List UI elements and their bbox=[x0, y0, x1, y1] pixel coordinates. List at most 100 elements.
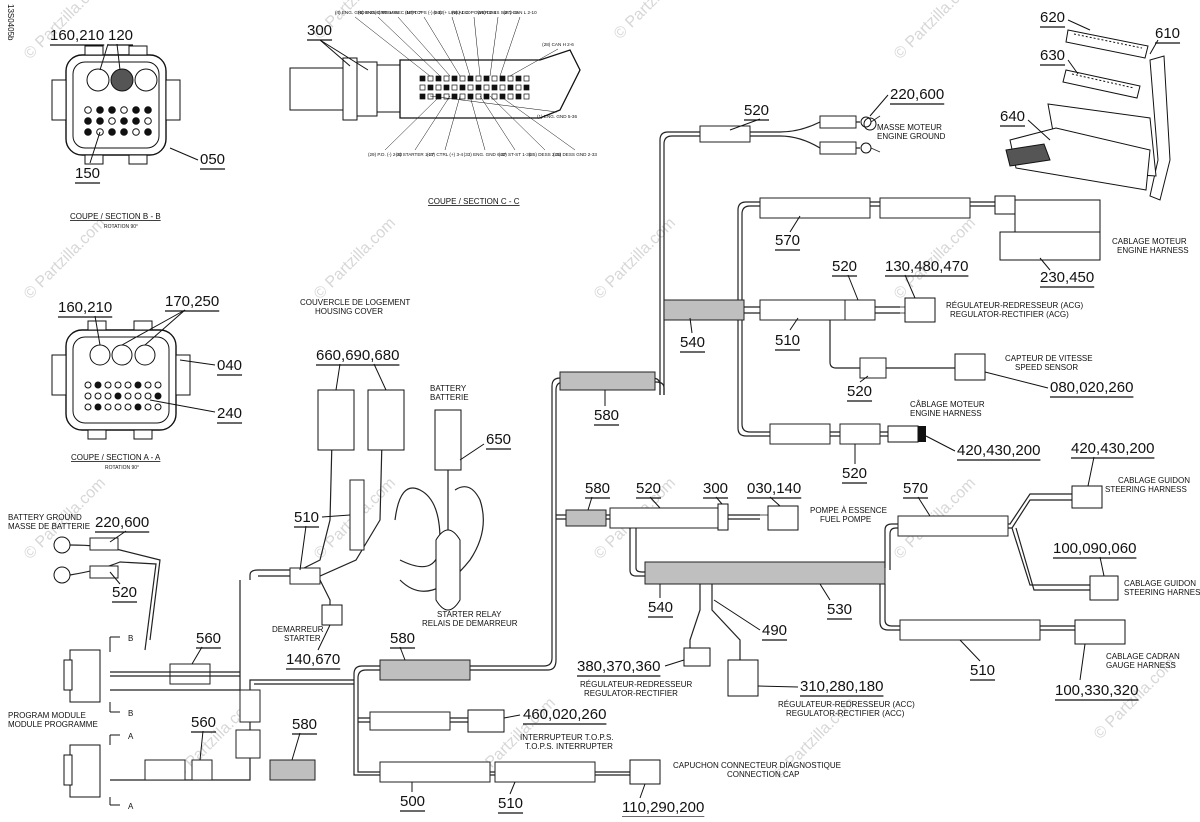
connector-pin bbox=[144, 403, 152, 411]
connector-pin bbox=[419, 84, 426, 91]
connector-pin bbox=[435, 84, 442, 91]
connector-pin bbox=[435, 93, 442, 100]
label-cablage-guidon-2b: STEERING HARNESS bbox=[1124, 588, 1200, 597]
callout-240: 240 bbox=[217, 405, 242, 422]
connector-pin bbox=[154, 403, 162, 411]
connector-pin bbox=[84, 117, 92, 125]
svg-text:(4) ENG. GND 6-35: (4) ENG. GND 6-35 bbox=[335, 10, 376, 15]
callout-580-low2: 580 bbox=[292, 716, 317, 733]
connector-pin bbox=[144, 106, 152, 114]
svg-text:(29) P.D. (-) 2-33: (29) P.D. (-) 2-33 bbox=[368, 152, 403, 157]
connector-pin bbox=[96, 117, 104, 125]
connector-pin bbox=[132, 128, 140, 136]
connector-pin bbox=[104, 381, 112, 389]
label-pompe-1: POMPE À ESSENCE bbox=[810, 506, 887, 515]
connector-pin bbox=[507, 93, 514, 100]
section-marker-b-bot: B bbox=[128, 709, 133, 718]
connector-pin bbox=[443, 84, 450, 91]
connector-pin bbox=[483, 84, 490, 91]
callout-040: 040 bbox=[217, 357, 242, 374]
connector-pin bbox=[120, 128, 128, 136]
callout-420-430-200-b: 420,430,200 bbox=[1071, 440, 1154, 457]
connector-pin bbox=[120, 117, 128, 125]
callout-570-r: 570 bbox=[903, 480, 928, 497]
label-cablage-moteur-1a: CABLAGE MOTEUR bbox=[1112, 237, 1187, 246]
label-demarreur-1: DEMARREUR bbox=[272, 625, 324, 634]
callout-560-top: 560 bbox=[196, 630, 221, 647]
callout-580-low1: 580 bbox=[390, 630, 415, 647]
callout-230-450: 230,450 bbox=[1040, 269, 1094, 286]
pin-label: (4) ENG. GND 6-35 bbox=[335, 10, 431, 77]
connector-pin bbox=[120, 106, 128, 114]
section-marker-a-top: A bbox=[128, 732, 134, 741]
label-cablage-moteur-1b: ENGINE HARNESS bbox=[1117, 246, 1189, 255]
label-couvercle-1: COUVERCLE DE LOGEMENT bbox=[300, 298, 410, 307]
connector-pin bbox=[84, 392, 92, 400]
connector-pin bbox=[104, 403, 112, 411]
connector-pin bbox=[94, 392, 102, 400]
connector-pin bbox=[523, 84, 530, 91]
svg-text:(18) TOPS (-) 6-32: (18) TOPS (-) 6-32 bbox=[405, 10, 444, 15]
pin-label: (32) ST-ST 1-36 bbox=[479, 95, 532, 157]
connector-pin bbox=[144, 392, 152, 400]
connector-pin bbox=[108, 128, 116, 136]
callout-540-low: 540 bbox=[648, 599, 673, 616]
label-interrupteur-2: T.O.P.S. INTERRUPTER bbox=[525, 742, 613, 751]
section-marker-b-top: B bbox=[128, 634, 133, 643]
label-cablage-guidon-1b: STEERING HARNESS bbox=[1105, 485, 1187, 494]
section-marker-a-bot: A bbox=[128, 802, 134, 811]
connector-pin bbox=[459, 93, 466, 100]
connector-pin bbox=[499, 84, 506, 91]
label-regulateur-acc-2: REGULATOR-RECTIFIER (ACC) bbox=[786, 709, 905, 718]
connector-pin bbox=[84, 403, 92, 411]
svg-text:(6) PRIM-SEC INTR. 7: (6) PRIM-SEC INTR. 7 bbox=[375, 10, 422, 15]
callout-570-top: 570 bbox=[775, 232, 800, 249]
drawing-id: 13S0405b bbox=[6, 4, 15, 41]
connector-pin bbox=[443, 75, 450, 82]
label-battery-ground-1: BATTERY GROUND bbox=[8, 513, 82, 522]
connector-pin bbox=[124, 381, 132, 389]
label-regulateur-acg-2: REGULATOR-RECTIFIER (ACG) bbox=[950, 310, 1069, 319]
callout-160-210-b: 160,210 bbox=[50, 27, 104, 44]
connector-pin bbox=[467, 84, 474, 91]
connector-pin bbox=[467, 75, 474, 82]
svg-text:(33) ENG. GND 6-37: (33) ENG. GND 6-37 bbox=[464, 152, 507, 157]
main-harness-wires bbox=[53, 115, 1126, 798]
callout-520-d: 520 bbox=[842, 465, 867, 482]
svg-text:(5) ENG. GND 1-35: (5) ENG. GND 1-35 bbox=[358, 10, 399, 15]
callout-580-fp: 580 bbox=[585, 480, 610, 497]
callout-520-bat: 520 bbox=[112, 584, 137, 601]
connector-pin bbox=[114, 403, 122, 411]
pin-label: (5) ENG. GND 1-35 bbox=[358, 10, 441, 77]
pin-label: (1) ENG. GND 5-36 bbox=[429, 95, 577, 119]
watermark-text: © Partzilla.com bbox=[311, 215, 399, 303]
text-labels: COUVERCLE DE LOGEMENT HOUSING COVER BATT… bbox=[8, 123, 1200, 779]
callout-030-140: 030,140 bbox=[747, 480, 801, 497]
section-c-title: COUPE / SECTION C - C bbox=[428, 197, 520, 206]
connector-pin bbox=[134, 403, 142, 411]
pin-label: (27) CAN L 2-10 bbox=[499, 10, 537, 77]
connector-pin bbox=[459, 84, 466, 91]
callout-490: 490 bbox=[762, 622, 787, 639]
connector-pin bbox=[114, 392, 122, 400]
callout-520-b: 520 bbox=[832, 258, 857, 275]
callout-530: 530 bbox=[827, 601, 852, 618]
connector-pin bbox=[451, 93, 458, 100]
callout-500: 500 bbox=[400, 793, 425, 810]
callout-080-020-260: 080,020,260 bbox=[1050, 379, 1133, 396]
label-starter-relay-2: RELAIS DE DEMARREUR bbox=[422, 619, 518, 628]
connector-pin bbox=[491, 93, 498, 100]
connector-pin bbox=[443, 93, 450, 100]
connector-pin bbox=[427, 84, 434, 91]
watermark-text: © Partzilla.com bbox=[891, 0, 979, 63]
connector-pin bbox=[108, 106, 116, 114]
connector-pin bbox=[108, 117, 116, 125]
callout-170-250: 170,250 bbox=[165, 293, 219, 310]
callout-510-r: 510 bbox=[970, 662, 995, 679]
label-cablage-cadran-1: CABLAGE CADRAN bbox=[1106, 652, 1180, 661]
label-cablage-guidon-2a: CABLAGE GUIDON bbox=[1124, 579, 1196, 588]
svg-text:(26) DESS SW 2-35: (26) DESS SW 2-35 bbox=[477, 10, 519, 15]
callout-510-left: 510 bbox=[294, 509, 319, 526]
